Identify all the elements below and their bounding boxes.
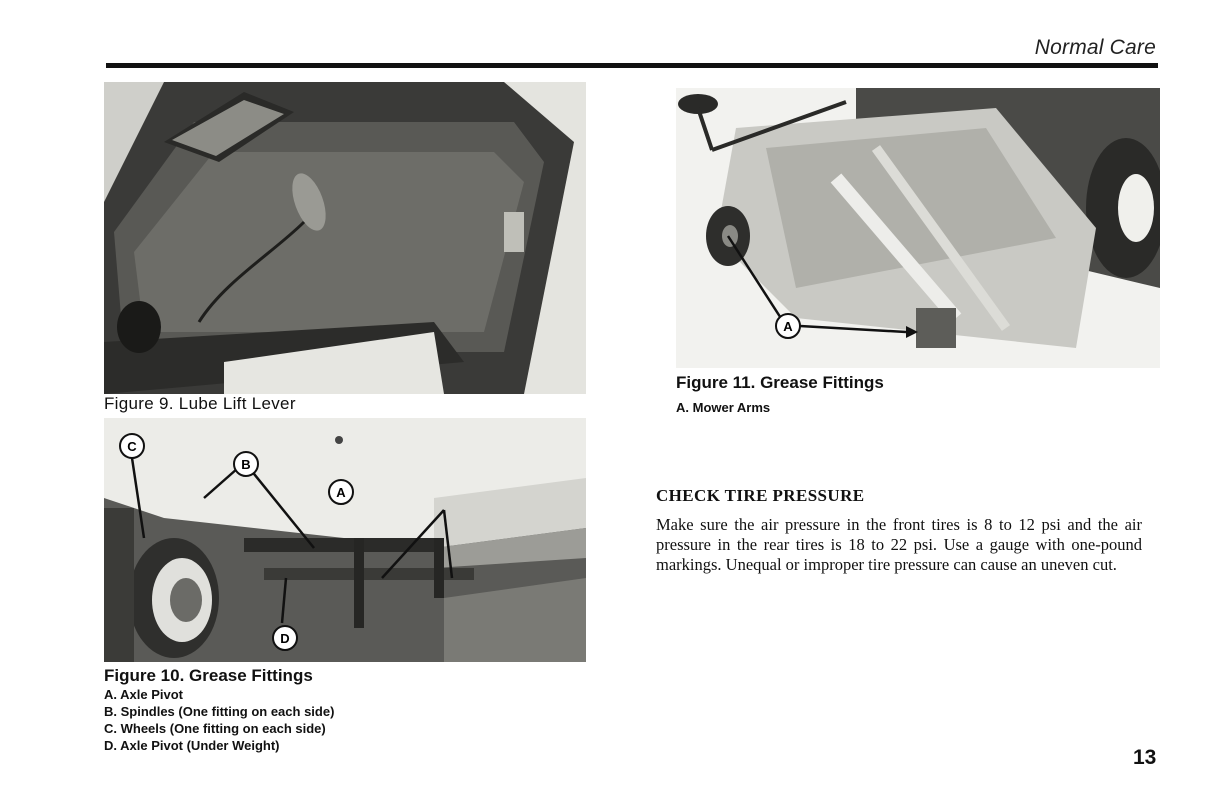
page-number: 13 [1133, 746, 1157, 769]
section-header-title: Normal Care [1034, 36, 1156, 59]
callout-a: A [328, 479, 354, 505]
callout-b: B [233, 451, 259, 477]
callout-c: C [119, 433, 145, 459]
figure-10-item-c: C. Wheels (One fitting on each side) [104, 721, 326, 736]
callout-d-label: D [280, 631, 289, 646]
callout-d: D [272, 625, 298, 651]
callout-a-label: A [336, 485, 346, 500]
figure-11-item-a: A. Mower Arms [676, 400, 771, 415]
callout-c-label: C [127, 439, 137, 454]
figure-10-item-b: B. Spindles (One fitting on each side) [104, 704, 335, 719]
callout-a-label: A [783, 319, 793, 334]
section-body: Make sure the air pressure in the front … [656, 515, 1142, 574]
figure-10-item-d: D. Axle Pivot (Under Weight) [104, 738, 280, 753]
figure-11-caption: Figure 11. Grease Fittings [676, 373, 884, 392]
figure-9-caption: Figure 9. Lube Lift Lever [104, 394, 296, 413]
figure-10-legend: A. Axle Pivot B. Spindles (One fitting o… [104, 686, 334, 754]
figure-10-photo: C B A D [104, 418, 586, 662]
figure-11-photo: A [676, 88, 1160, 368]
header-rule [106, 63, 1158, 68]
section-heading: CHECK TIRE PRESSURE [656, 486, 865, 505]
callout-b-label: B [241, 457, 250, 472]
figure-10-caption: Figure 10. Grease Fittings [104, 666, 313, 685]
callout-a: A [775, 313, 801, 339]
figure-10-item-a: A. Axle Pivot [104, 687, 183, 702]
figure-9-photo [104, 82, 586, 394]
